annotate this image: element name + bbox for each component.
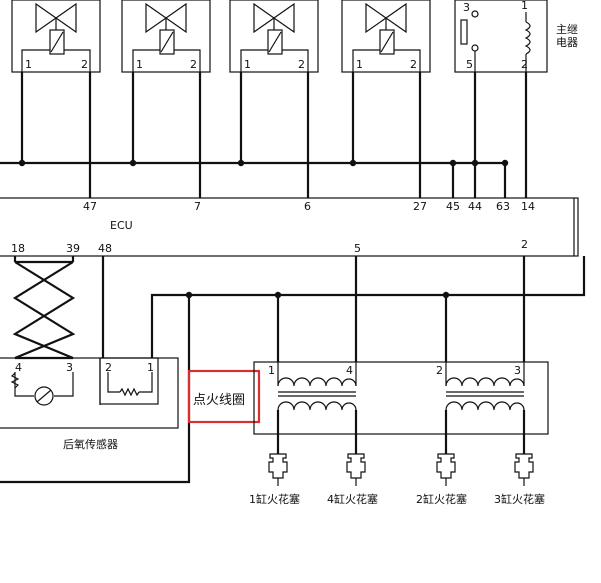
relay-label-line1: 主继 xyxy=(556,23,578,36)
ecu-pin-2: 2 xyxy=(521,238,528,251)
o2-pin-4: 4 xyxy=(15,361,22,374)
ignition-coil-label: 点火线圈 xyxy=(193,393,245,408)
o2-pin-1: 1 xyxy=(147,361,154,374)
ecu-pin-14: 14 xyxy=(521,200,535,213)
solenoid-icon xyxy=(267,29,283,55)
secondary-coil-icon xyxy=(445,401,525,411)
solenoid-icon xyxy=(379,29,395,55)
ignition-coil-label-box: 点火线圈 xyxy=(187,369,261,424)
ecu-pin-45: 45 xyxy=(446,200,460,213)
solenoid-icon xyxy=(159,29,175,55)
ecu-pin-48: 48 xyxy=(98,242,112,255)
relay-pin-top-left: 3 xyxy=(463,1,470,14)
spark-plug-label-3: 3缸火花塞 xyxy=(494,492,545,506)
spark-plug-icon xyxy=(436,453,456,479)
ignition-coil: 1 4 2 3 xyxy=(253,361,549,435)
o2-pin-2: 2 xyxy=(105,361,112,374)
top-wires xyxy=(0,72,528,198)
spark-plug-icon xyxy=(346,453,366,479)
valve-icon xyxy=(35,2,77,34)
primary-coil-icon xyxy=(445,377,525,387)
switch-icon xyxy=(460,19,468,45)
o2-sensor-label: 后氧传感器 xyxy=(63,437,118,451)
injector-4-pin-right: 2 xyxy=(410,58,417,71)
spark-plug-label-4: 4缸火花塞 xyxy=(327,492,378,506)
ignition-coil-wiring xyxy=(276,256,526,362)
injector-4-pin-left: 1 xyxy=(356,58,363,71)
spark-plug-icon xyxy=(268,453,288,479)
coil-icon xyxy=(524,21,531,55)
heater-element-icon xyxy=(34,386,54,406)
spark-plugs: 1缸火花塞 4缸火花塞 2缸火花塞 3缸火花塞 xyxy=(249,410,545,506)
coil-pin-1: 1 xyxy=(268,364,275,377)
injector-1-pin-right: 2 xyxy=(81,58,88,71)
coil-pin-3: 3 xyxy=(514,364,521,377)
ecu-pin-6: 6 xyxy=(304,200,311,213)
valve-icon xyxy=(365,2,407,34)
main-relay: 3 1 5 2 主继 电器 xyxy=(454,0,578,73)
relay-pin-bottom-left: 5 xyxy=(466,58,473,71)
spark-plug-1 xyxy=(268,453,288,486)
spark-plug-2 xyxy=(436,453,456,486)
injector-3-pin-left: 1 xyxy=(244,58,251,71)
solenoid-icon xyxy=(49,29,65,55)
ecu-pin-18: 18 xyxy=(11,242,25,255)
ecu-label: ECU xyxy=(110,219,133,232)
injector-3: 1 2 xyxy=(229,0,319,73)
ecu-pin-44: 44 xyxy=(468,200,482,213)
heater-resistor-icon xyxy=(10,372,20,389)
ecu-pin-63: 63 xyxy=(496,200,510,213)
injector-2-pin-left: 1 xyxy=(136,58,143,71)
ecu-pin-47: 47 xyxy=(83,200,97,213)
ecu-block: ECU 47 7 6 27 45 44 63 14 18 39 48 5 2 xyxy=(0,197,579,257)
o2-sensor: 4 3 2 1 后氧传感器 xyxy=(0,357,179,451)
injector-2-pin-right: 2 xyxy=(190,58,197,71)
spark-plug-icon xyxy=(514,453,534,479)
valve-icon xyxy=(253,2,295,34)
primary-coil-icon xyxy=(277,377,357,387)
ecu-pin-7: 7 xyxy=(194,200,201,213)
ecu-pin-5: 5 xyxy=(354,242,361,255)
relay-pin-bottom-right: 2 xyxy=(521,58,528,71)
injector-3-pin-right: 2 xyxy=(298,58,305,71)
valve-icon xyxy=(145,2,187,34)
injector-4: 1 2 xyxy=(341,0,431,73)
ecu-pin-39: 39 xyxy=(66,242,80,255)
secondary-coil-icon xyxy=(277,401,357,411)
coil-pin-2: 2 xyxy=(436,364,443,377)
coil-pin-4: 4 xyxy=(346,364,353,377)
o2-pin-3: 3 xyxy=(66,361,73,374)
spark-plug-4 xyxy=(346,453,366,486)
ecu-pin-27: 27 xyxy=(413,200,427,213)
spark-plug-label-1: 1缸火花塞 xyxy=(249,492,300,506)
spark-plug-label-2: 2缸火花塞 xyxy=(416,492,467,506)
relay-pin-top-right: 1 xyxy=(521,0,528,12)
sensor-resistor-icon xyxy=(119,387,140,397)
spark-plug-3 xyxy=(514,453,534,486)
injector-2: 1 2 xyxy=(121,0,211,73)
relay-label-line2: 电器 xyxy=(556,36,578,49)
injector-1: 1 2 xyxy=(11,0,101,73)
injector-1-pin-left: 1 xyxy=(25,58,32,71)
